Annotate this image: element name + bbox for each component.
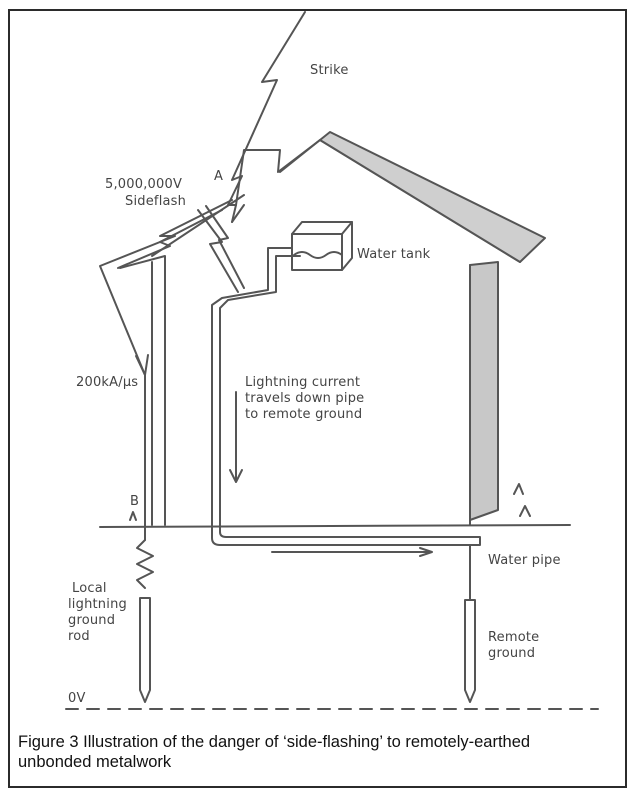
label-local-4: rod (68, 629, 90, 644)
label-current-note-2: travels down pipe (245, 391, 364, 406)
roof-shaded-side (319, 131, 546, 263)
water-pipe (211, 247, 463, 546)
sideflash-arrowhead (135, 354, 149, 376)
figure-frame (8, 9, 627, 788)
left-gable (119, 255, 166, 526)
label-sideflash: Sideflash (125, 194, 186, 209)
caption-line-2: unbonded metalwork (18, 753, 172, 771)
label-point-b: B (130, 494, 139, 509)
resistor-zigzag (136, 539, 154, 589)
label-remote-2: ground (488, 646, 535, 661)
lightning-bolt-strike (227, 11, 306, 223)
figure-caption: Figure 3 Illustration of the danger of ‘… (18, 732, 618, 772)
label-local-2: lightning (68, 597, 127, 612)
label-water-tank: Water tank (357, 247, 431, 262)
label-current-note-1: Lightning current (245, 375, 360, 390)
label-water-pipe: Water pipe (488, 553, 561, 568)
water-tank (291, 221, 353, 271)
label-current-note-3: to remote ground (245, 407, 362, 422)
label-local-3: ground (68, 613, 115, 628)
caption-line-1: Figure 3 Illustration of the danger of ‘… (18, 733, 531, 751)
right-wall-shaded (469, 261, 499, 521)
sideflash-bolt (99, 199, 233, 376)
label-strike: Strike (310, 63, 349, 78)
label-zero-volts: 0V (68, 691, 86, 706)
lightning-bolt-to-pipe (197, 209, 239, 293)
grass-tuft (129, 483, 531, 521)
label-point-a: A (214, 169, 223, 184)
local-ground-rod (139, 597, 151, 703)
label-current-rate: 200kA/μs (76, 375, 138, 390)
ground-line (99, 524, 571, 528)
label-voltage: 5,000,000V (105, 177, 182, 192)
roof-line (279, 139, 521, 263)
label-remote-1: Remote (488, 630, 539, 645)
label-local-1: Local (72, 581, 107, 596)
sideflash-bolt-inner (117, 209, 223, 269)
remote-ground-rod (464, 599, 476, 703)
